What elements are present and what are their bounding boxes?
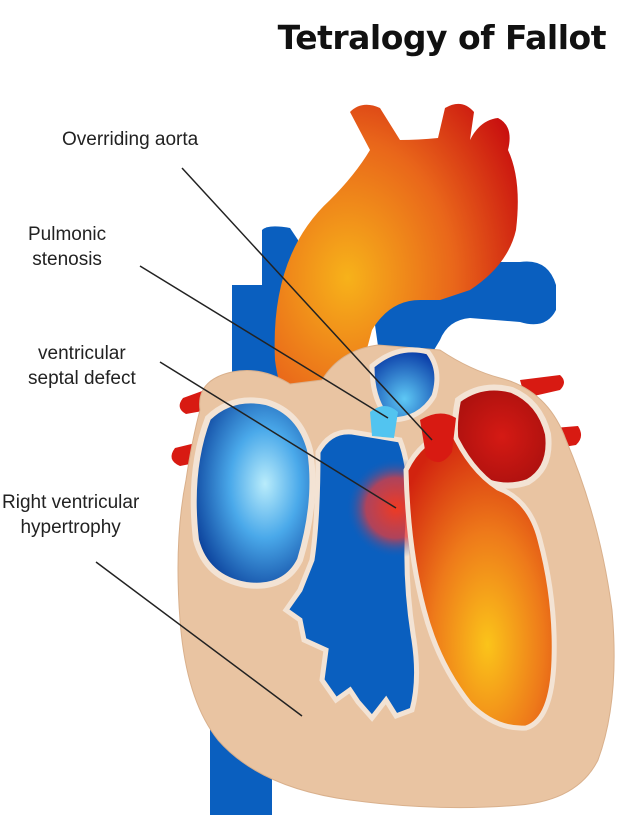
left-ventricle bbox=[403, 426, 557, 731]
label-rvh-line2: hypertrophy bbox=[20, 517, 121, 538]
leader-line-pulmonic-stenosis bbox=[139, 265, 389, 419]
label-pulmonic-stenosis-line1: Pulmonic bbox=[28, 224, 107, 245]
leader-line-vsd bbox=[159, 361, 397, 509]
label-overriding-aorta: Overriding aorta bbox=[62, 127, 198, 152]
leader-line-overriding-aorta bbox=[181, 167, 433, 441]
label-rvh-line1: Right ventricular bbox=[2, 492, 140, 513]
label-overriding-aorta-text: Overriding aorta bbox=[62, 129, 199, 150]
aorta bbox=[274, 103, 518, 420]
aortic-root bbox=[420, 413, 456, 463]
leader-line-rvh bbox=[95, 561, 303, 717]
label-vsd: ventricular septal defect bbox=[28, 341, 136, 391]
label-vsd-line2: septal defect bbox=[28, 368, 136, 389]
right-atrium bbox=[190, 397, 316, 589]
label-rvh: Right ventricular hypertrophy bbox=[2, 490, 139, 540]
label-vsd-line1: ventricular bbox=[38, 343, 126, 364]
label-pulmonic-stenosis-line2: stenosis bbox=[32, 249, 102, 270]
label-pulmonic-stenosis: Pulmonic stenosis bbox=[28, 222, 106, 272]
infundibulum bbox=[370, 406, 398, 438]
page-title: Tetralogy of Fallot bbox=[277, 18, 607, 57]
